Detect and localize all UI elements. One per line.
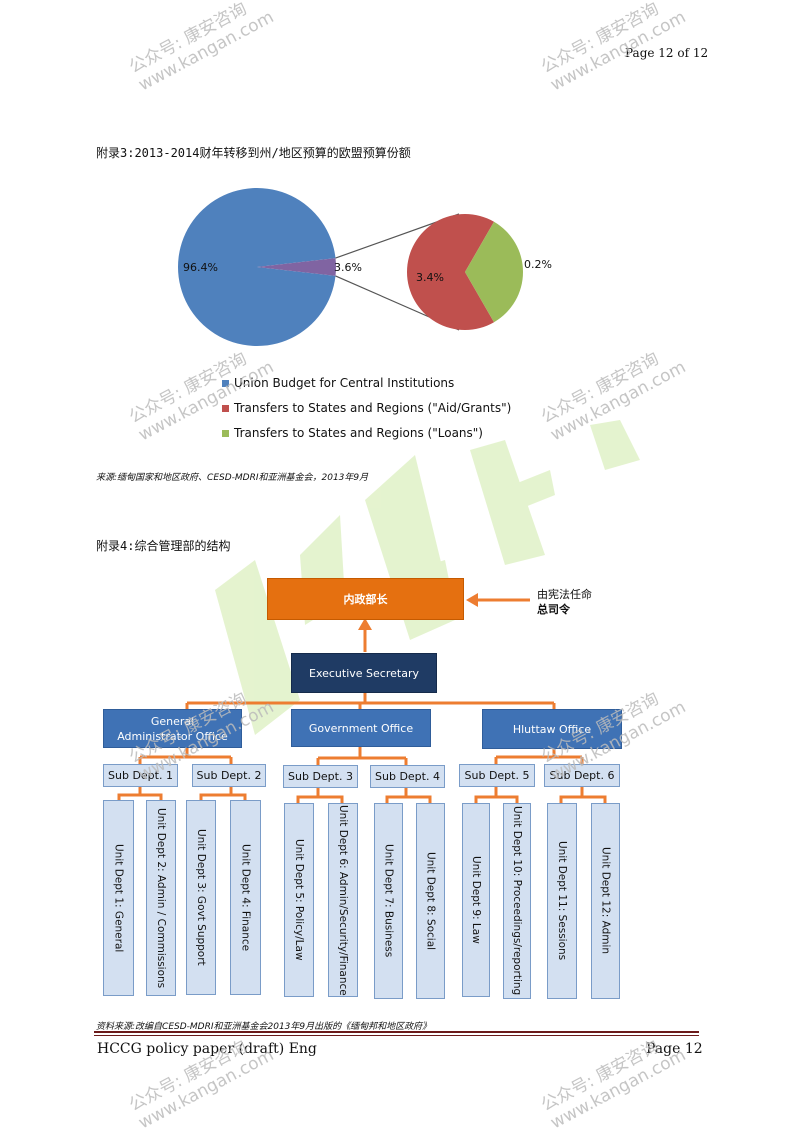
- legend-swatch-icon: [222, 404, 229, 412]
- unit-label: Unit Dept 5: Policy/Law: [293, 839, 305, 961]
- legend-label: Union Budget for Central Institutions: [234, 376, 455, 390]
- unit-dept-9: Unit Dept 9: Law: [462, 803, 490, 997]
- unit-label: Unit Dept 10: Proceedings/reporting: [511, 806, 523, 996]
- appointed-by-label: 由宪法任命 总司令: [537, 587, 592, 617]
- unit-label: Unit Dept 9: Law: [470, 856, 482, 944]
- unit-label: Unit Dept 7: Business: [382, 844, 395, 958]
- executive-secretary-box: Executive Secretary: [291, 653, 437, 693]
- unit-label: Unit Dept 11: Sessions: [556, 841, 568, 961]
- subdept-6: Sub Dept. 6: [544, 764, 620, 787]
- pie-chart: [178, 188, 523, 346]
- unit-label: Unit Dept 8: Social: [424, 851, 437, 951]
- legend-label: Transfers to States and Regions ("Aid/Gr…: [234, 401, 512, 415]
- minister-box: 内政部长: [267, 578, 464, 620]
- unit-dept-7: Unit Dept 7: Business: [374, 803, 403, 999]
- unit-dept-12: Unit Dept 12: Admin: [591, 803, 620, 999]
- legend-entry-grants: Transfers to States and Regions ("Aid/Gr…: [222, 401, 511, 415]
- unit-dept-2: Unit Dept 2: Admin / Commissions: [146, 800, 176, 996]
- unit-label: Unit Dept 1: General: [112, 843, 125, 953]
- appointed-line1: 由宪法任命: [537, 588, 592, 601]
- footer-doc-title: HCCG policy paper (draft) Eng: [97, 1041, 317, 1057]
- unit-dept-4: Unit Dept 4: Finance: [230, 800, 261, 995]
- footer-page: Page 12: [646, 1041, 703, 1057]
- footer-rule-thin: [94, 1035, 699, 1036]
- unit-dept-6: Unit Dept 6: Admin/Security/Finance: [328, 803, 358, 997]
- legend-swatch-icon: [222, 429, 229, 437]
- legend-label: Transfers to States and Regions ("Loans"…: [234, 426, 483, 440]
- unit-dept-11: Unit Dept 11: Sessions: [547, 803, 577, 999]
- pie-label-transfers: 3.6%: [334, 261, 362, 274]
- footer-rule: [94, 1031, 699, 1033]
- appendix4-source: 资料来源:改编自CESD-MDRI和亚洲基金会2013年9月出版的《缅甸邦和地区…: [96, 1022, 432, 1032]
- subdept-2: Sub Dept. 2: [192, 764, 266, 787]
- pie-slice-loans: [465, 221, 523, 323]
- pie-label-grants: 3.4%: [416, 271, 444, 284]
- unit-dept-5: Unit Dept 5: Policy/Law: [284, 803, 314, 997]
- subdept-1: Sub Dept. 1: [103, 764, 178, 787]
- pie-label-loans: 0.2%: [524, 258, 552, 271]
- unit-dept-10: Unit Dept 10: Proceedings/reporting: [503, 803, 531, 999]
- unit-label: Unit Dept 12: Admin: [599, 847, 612, 955]
- unit-dept-8: Unit Dept 8: Social: [416, 803, 445, 999]
- unit-label: Unit Dept 2: Admin / Commissions: [155, 807, 167, 989]
- unit-label: Unit Dept 6: Admin/Security/Finance: [337, 804, 349, 996]
- subdept-4: Sub Dept. 4: [370, 765, 445, 788]
- office-general-admin: General Administrator Office: [103, 709, 242, 748]
- unit-label: Unit Dept 3: Govt Support: [195, 829, 207, 966]
- unit-dept-1: Unit Dept 1: General: [103, 800, 134, 996]
- pie-slice-transfers: [257, 258, 336, 276]
- subdept-3: Sub Dept. 3: [283, 765, 358, 788]
- unit-dept-3: Unit Dept 3: Govt Support: [186, 800, 216, 995]
- office-government: Government Office: [291, 709, 431, 747]
- office-hluttaw: Hluttaw Office: [482, 709, 622, 749]
- pie-slice-grants: [407, 214, 494, 330]
- appendix3-source: 来源:缅甸国家和地区政府、CESD-MDRI和亚洲基金会，2013年9月: [96, 473, 369, 483]
- appointed-line2: 总司令: [537, 603, 570, 616]
- subdept-5: Sub Dept. 5: [459, 764, 535, 787]
- legend-swatch-icon: [222, 379, 229, 387]
- legend-entry-union: Union Budget for Central Institutions: [222, 376, 454, 390]
- pie-label-main: 96.4%: [183, 261, 218, 274]
- appendix3-caption: 附录3:2013-2014财年转移到州/地区预算的欧盟预算份额: [96, 146, 411, 160]
- legend-entry-loans: Transfers to States and Regions ("Loans"…: [222, 426, 483, 440]
- unit-label: Unit Dept 4: Finance: [239, 843, 252, 952]
- page-number: Page 12 of 12: [625, 46, 709, 60]
- appendix4-caption: 附录4:综合管理部的结构: [96, 539, 231, 553]
- pie-slice-union-budget: [178, 188, 336, 346]
